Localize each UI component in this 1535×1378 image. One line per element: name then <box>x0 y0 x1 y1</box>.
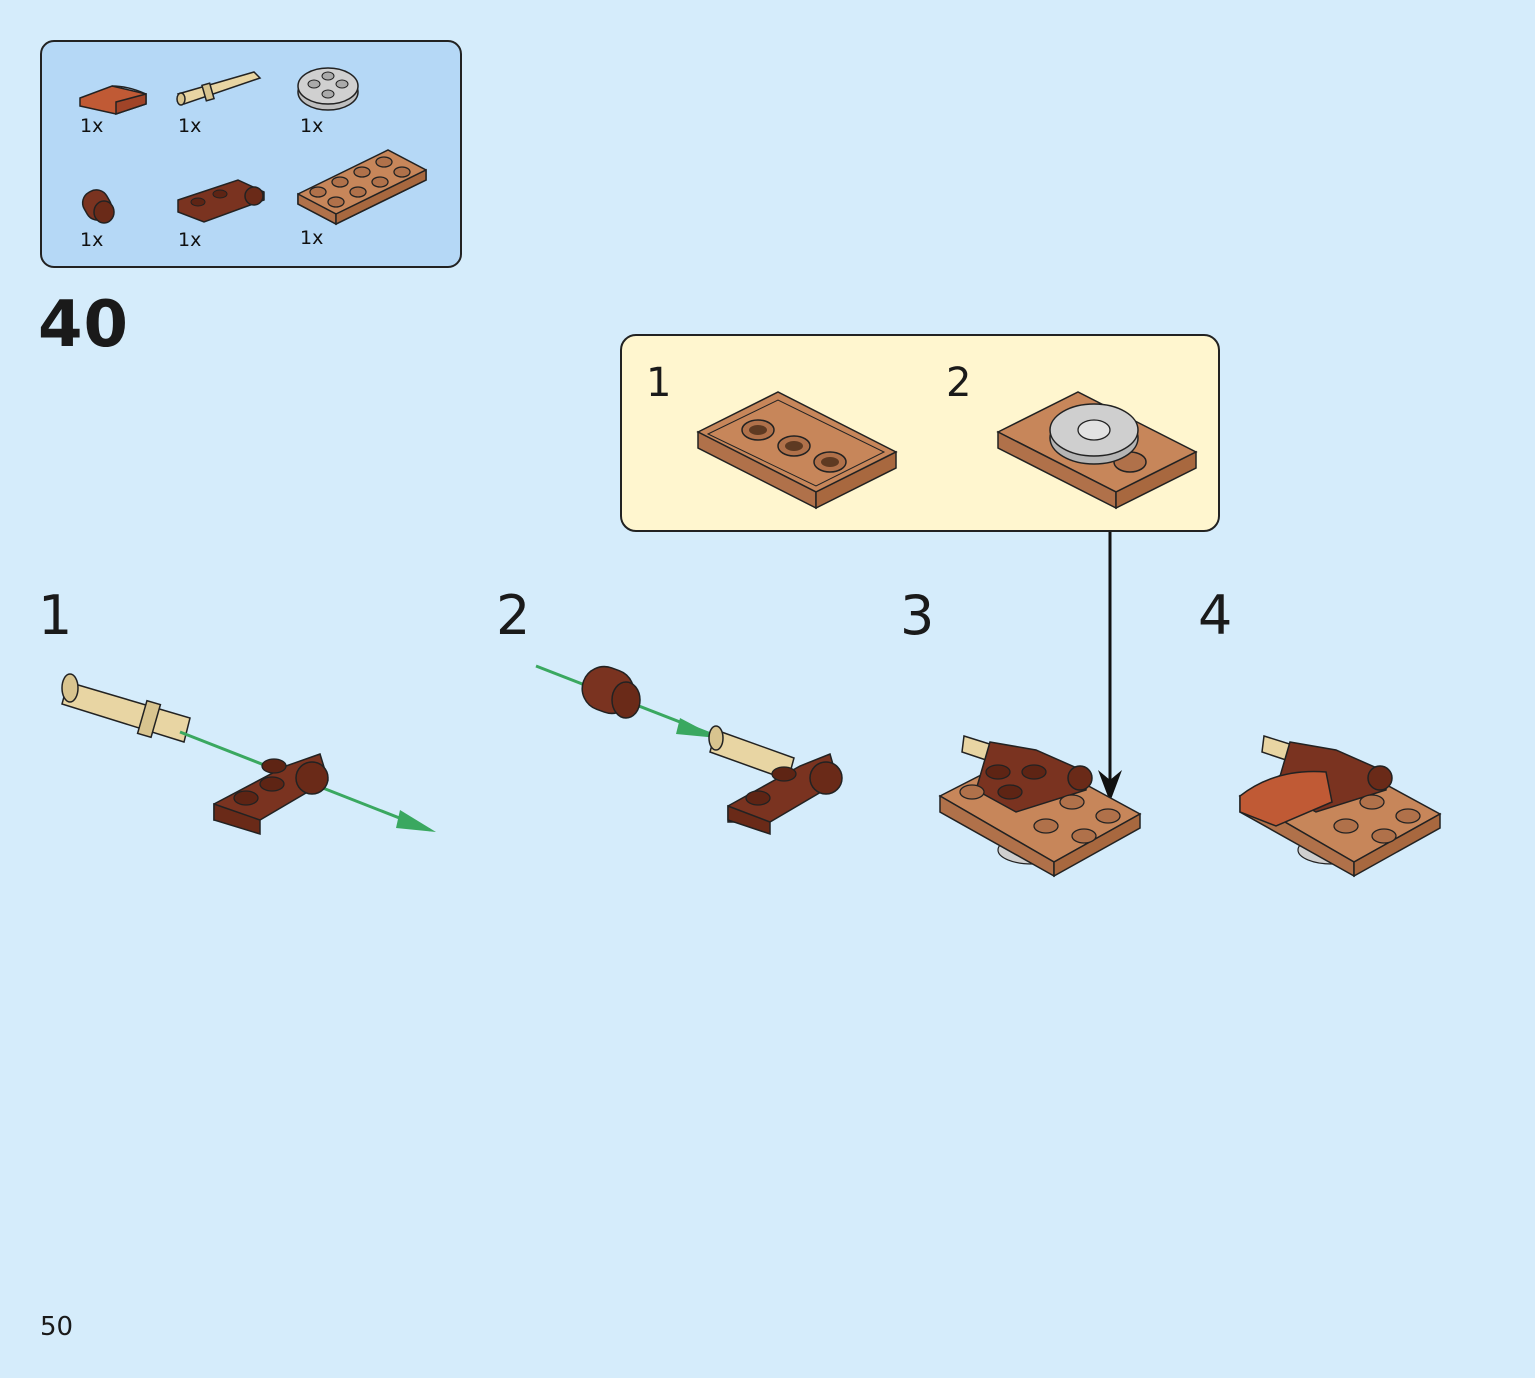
part-qty: 1x <box>300 227 324 249</box>
substep-number: 4 <box>1198 584 1233 647</box>
substep-number: 3 <box>900 584 935 647</box>
part-plate-2x4: 1x <box>296 146 436 249</box>
substep-2-illustration <box>535 664 843 836</box>
substep-1-illustration <box>61 673 436 836</box>
part-qty: 1x <box>178 115 202 137</box>
part-plate-pin-hole: 1x <box>174 174 284 274</box>
curved-slope-brick-icon <box>79 85 147 116</box>
plate-with-pin-hole-icon <box>177 179 265 223</box>
part-qty: 1x <box>178 229 202 251</box>
callout-step-number: 2 <box>946 360 972 406</box>
part-round-plate: 1x <box>296 62 406 162</box>
substep-3-illustration <box>938 735 1142 878</box>
part-qty: 1x <box>80 229 104 251</box>
substep-number: 2 <box>496 584 531 647</box>
part-round-bush: 1x <box>76 182 186 282</box>
substep-number: 1 <box>38 584 73 647</box>
technic-pin-icon <box>176 71 262 106</box>
part-technic-pin: 1x <box>174 64 284 164</box>
parts-list-box: 1x 1x 1x 1x <box>40 40 462 268</box>
round-plate-icon <box>297 67 359 111</box>
plate-1x3-illustration <box>696 391 898 510</box>
part-qty: 1x <box>300 115 324 137</box>
round-bush-icon <box>81 189 115 224</box>
page-number: 50 <box>40 1312 74 1342</box>
part-qty: 1x <box>80 115 104 137</box>
callout-arrow <box>1098 532 1122 802</box>
part-curved-slope: 1x <box>76 72 186 172</box>
plate-with-round-plate-illustration <box>996 391 1198 510</box>
callout-step-number: 1 <box>646 360 672 406</box>
step-number: 40 <box>38 288 130 362</box>
plate-2x4-icon <box>297 149 427 226</box>
sub-assembly-callout: 1 2 <box>620 334 1220 532</box>
substep-4-illustration <box>1238 735 1442 878</box>
